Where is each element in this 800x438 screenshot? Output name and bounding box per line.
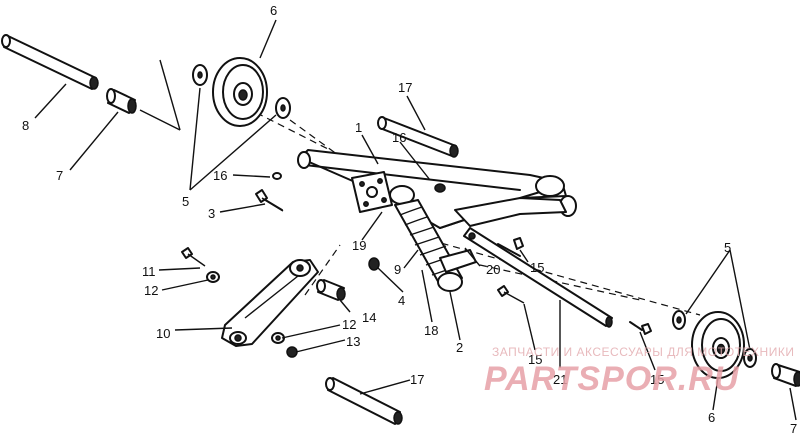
label-6-bottom: 6 bbox=[708, 410, 715, 425]
label-4: 4 bbox=[398, 293, 405, 308]
label-15-b: 15 bbox=[528, 352, 542, 367]
label-7-bottom: 7 bbox=[790, 421, 797, 436]
label-15-c: 15 bbox=[650, 372, 664, 387]
label-15-a: 15 bbox=[530, 260, 544, 275]
label-1: 1 bbox=[355, 120, 362, 135]
label-16-right: 16 bbox=[392, 130, 406, 145]
label-13: 13 bbox=[346, 334, 360, 349]
label-9: 9 bbox=[394, 262, 401, 277]
part-19-bracket-plate bbox=[351, 171, 393, 213]
part-17-rod-bottom bbox=[325, 377, 403, 425]
label-8: 8 bbox=[22, 118, 29, 133]
bolt-parts bbox=[181, 189, 652, 335]
label-17-bottom: 17 bbox=[410, 372, 424, 387]
label-11: 11 bbox=[142, 264, 156, 279]
part-17-rod-top bbox=[377, 116, 459, 158]
part-6-idler-wheel-bottom bbox=[672, 310, 757, 379]
part-6-idler-wheel-top bbox=[192, 57, 291, 127]
nut-parts bbox=[206, 172, 476, 358]
watermark-caption: ЗАПЧАСТИ И АКСЕССУАРЫ ДЛЯ МОТОТЕХНИКИ bbox=[492, 345, 794, 359]
watermark: ЗАПЧАСТИ И АКСЕССУАРЫ ДЛЯ МОТОТЕХНИКИ PA… bbox=[484, 345, 794, 398]
part-8-shaft bbox=[1, 34, 99, 90]
part-7-spacer-bottom bbox=[771, 363, 800, 387]
label-20: 20 bbox=[486, 262, 500, 277]
label-12-left: 12 bbox=[144, 283, 158, 298]
part-14-bushing bbox=[316, 279, 346, 301]
label-14: 14 bbox=[362, 310, 376, 325]
label-19: 19 bbox=[352, 238, 366, 253]
part-labels: 6 8 7 5 17 1 16 16 3 19 9 20 15 4 18 2 1… bbox=[22, 3, 797, 436]
part-7-spacer-top bbox=[106, 59, 181, 131]
part-1-swing-arm-frame bbox=[297, 149, 577, 229]
label-16-left: 16 bbox=[213, 168, 227, 183]
label-3: 3 bbox=[208, 206, 215, 221]
label-17-top: 17 bbox=[398, 80, 412, 95]
label-5-top: 5 bbox=[182, 194, 189, 209]
label-21: 21 bbox=[553, 372, 567, 387]
part-21-lower-shaft bbox=[463, 227, 613, 328]
label-18: 18 bbox=[424, 323, 438, 338]
watermark-logo-text: PARTSPOR.RU bbox=[484, 360, 740, 398]
label-12-right: 12 bbox=[342, 317, 356, 332]
label-6-top: 6 bbox=[270, 3, 277, 18]
part-10-link-arm bbox=[221, 259, 319, 347]
label-10: 10 bbox=[156, 326, 170, 341]
leader-lines bbox=[34, 19, 797, 421]
label-2: 2 bbox=[456, 340, 463, 355]
label-7-top: 7 bbox=[56, 168, 63, 183]
label-5-bottom: 5 bbox=[724, 240, 731, 255]
part-18-shock-spring bbox=[389, 185, 477, 292]
